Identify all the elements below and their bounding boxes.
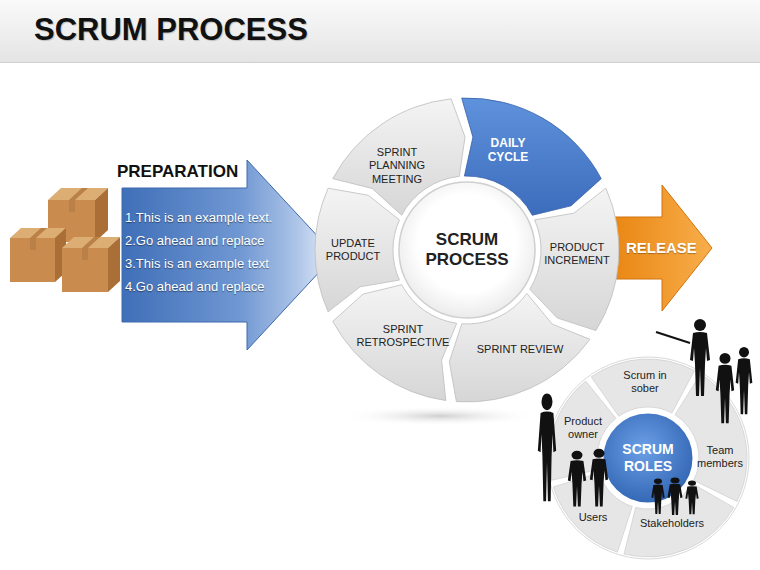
node-outline bbox=[461, 98, 602, 216]
box-side bbox=[95, 188, 108, 242]
page-title: SCRUM PROCESS bbox=[34, 12, 308, 48]
segment-label: Scrum in sober bbox=[619, 369, 671, 395]
release-arrow: RELEASE bbox=[604, 185, 714, 311]
person-silhouette bbox=[568, 451, 586, 507]
segment-shape bbox=[333, 285, 457, 401]
list-item: 1.This is an example text. bbox=[125, 206, 272, 229]
person-silhouette bbox=[590, 449, 608, 507]
node-outline bbox=[675, 374, 747, 502]
segment-shape bbox=[462, 98, 602, 215]
pointer-stick bbox=[656, 332, 690, 343]
person-silhouette bbox=[736, 347, 753, 414]
segment-shape bbox=[530, 188, 619, 330]
person-silhouette bbox=[690, 319, 710, 396]
segment-label: UPDATE PRODUCT bbox=[322, 237, 384, 263]
box-tape bbox=[30, 228, 47, 238]
person-silhouette bbox=[716, 353, 734, 423]
box-tape bbox=[69, 188, 88, 200]
role-segment: Users bbox=[553, 472, 633, 553]
center-label: SCRUM PROCESS bbox=[409, 230, 525, 271]
ring-segment: DAILY CYCLE bbox=[461, 98, 602, 216]
person-silhouette bbox=[651, 478, 664, 514]
person-silhouette bbox=[538, 393, 556, 501]
box-front bbox=[62, 248, 108, 292]
ring-segment: SPRINT REVIEW bbox=[449, 293, 590, 402]
segment-shape bbox=[315, 188, 399, 312]
box-tape bbox=[69, 200, 75, 212]
process-ring: SCRUM PROCESS SPRINT PLANNING MEETING DAIL… bbox=[307, 90, 627, 410]
segment-label: Stakeholders bbox=[637, 517, 707, 530]
box-tape bbox=[82, 237, 100, 248]
role-segment: Team members bbox=[675, 374, 747, 502]
ring-segment: PRODUCT INCREMENT bbox=[529, 188, 619, 331]
arrow-label: RELEASE bbox=[626, 239, 697, 257]
box-front bbox=[10, 238, 55, 282]
header-bar: SCRUM PROCESS bbox=[0, 0, 760, 63]
segment-label: SPRINT RETROSPECTIVE bbox=[351, 323, 455, 349]
arrow-shape bbox=[604, 185, 712, 311]
segment-label: PRODUCT INCREMENT bbox=[543, 241, 611, 267]
person-silhouette bbox=[668, 477, 683, 515]
ring-segment: UPDATE PRODUCT bbox=[315, 188, 400, 312]
cardboard-boxes bbox=[10, 188, 120, 292]
list-item: 3.This is an example text bbox=[125, 252, 269, 275]
ring-segment: SPRINT RETROSPECTIVE bbox=[332, 284, 457, 401]
center-circle bbox=[399, 182, 535, 318]
segment-shape bbox=[449, 294, 590, 402]
preparation-arrow: PREPARATION 1.This is an example text.2.G… bbox=[117, 158, 339, 352]
segment-label: SPRINT PLANNING MEETING bbox=[364, 146, 430, 186]
ring-shadow bbox=[340, 406, 540, 426]
person-silhouette bbox=[685, 480, 698, 514]
segment-shape bbox=[553, 473, 632, 552]
segment-label: Team members bbox=[696, 444, 744, 470]
list-item: 2.Go ahead and replace bbox=[125, 229, 265, 252]
segment-label: Product owner bbox=[560, 415, 606, 441]
box-side bbox=[108, 237, 120, 292]
box-tape bbox=[30, 238, 36, 250]
section-heading: PREPARATION bbox=[117, 162, 238, 182]
arrow-shape bbox=[122, 160, 335, 350]
list-item: 4.Go ahead and replace bbox=[125, 275, 265, 298]
segment-shape bbox=[675, 374, 747, 501]
segment-label: DAILY CYCLE bbox=[478, 136, 538, 165]
segment-label: SPRINT REVIEW bbox=[465, 343, 575, 356]
box-tape bbox=[82, 248, 88, 260]
segment-label: Users bbox=[573, 511, 613, 524]
center-label: SCRUM ROLES bbox=[608, 441, 688, 475]
node-outline bbox=[117, 158, 339, 352]
